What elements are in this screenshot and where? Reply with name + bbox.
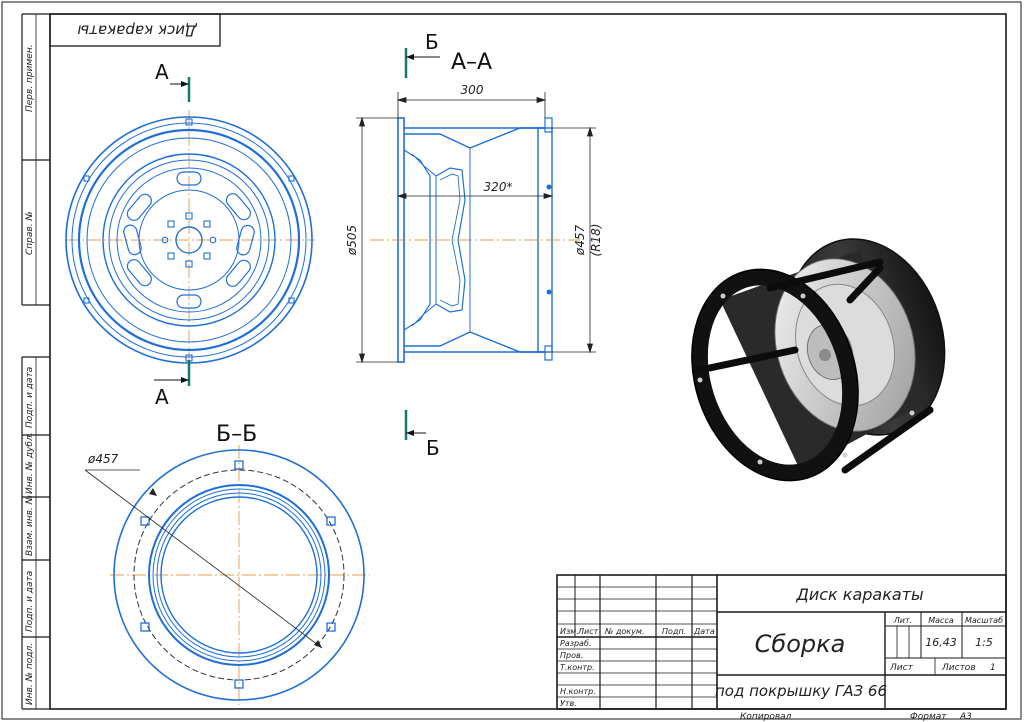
tb-format-value: А3 — [959, 712, 972, 722]
title-block: Изм. Лист № докум. Подп. Дата Разраб. Пр… — [556, 574, 1007, 722]
row-prov: Пров. — [560, 651, 583, 660]
aa-title: А–А — [451, 50, 492, 75]
tb-lit: Лит. — [893, 616, 912, 625]
dim-505: ø505 — [345, 225, 359, 256]
col-list: Лист — [577, 627, 599, 636]
tb-sheet-label: Лист — [889, 663, 914, 673]
side-podp-data-1: Подп. и дата — [25, 367, 35, 428]
tb-mass-value: 16,43 — [925, 636, 957, 649]
section-bb: Б–Б ø457 — [84, 422, 370, 705]
dim-r18: (R18) — [589, 224, 603, 257]
tb-massa: Масса — [928, 616, 954, 625]
tb-copied: Копировал — [740, 712, 792, 722]
dim-320: 320* — [484, 180, 513, 194]
side-inv-podl: Инв. № подл. — [25, 643, 35, 705]
side-inv-dubl: Инв. № дубл. — [25, 432, 35, 494]
assembly-render — [691, 238, 946, 482]
col-dokum: № докум. — [604, 627, 644, 636]
dim-300: 300 — [461, 83, 484, 97]
aa-marker-b-bottom: Б — [426, 436, 440, 460]
side-perv-primen: Перв. примен. — [25, 44, 35, 112]
bb-title: Б–Б — [216, 422, 257, 447]
dim-457-bb: ø457 — [87, 452, 119, 466]
col-izm: Изм. — [560, 627, 579, 636]
tb-format-label: Формат — [910, 712, 947, 722]
tb-sheets-label: Листов — [941, 663, 976, 673]
aa-marker-b-top: Б — [425, 30, 439, 54]
side-podp-data-2: Подп. и дата — [25, 571, 35, 632]
tb-subtitle: под покрышку ГАЗ 66 — [715, 682, 887, 700]
col-data: Дата — [693, 627, 715, 636]
row-razrab: Разраб. — [560, 639, 591, 648]
section-aa: Б А–А Б — [345, 30, 603, 460]
tb-scale-value: 1:5 — [975, 636, 993, 649]
front-marker-a-bottom: А — [155, 385, 169, 409]
tb-masshtab: Масштаб — [965, 616, 1003, 625]
tb-designation: Диск каракаты — [795, 585, 923, 604]
dim-457-side: ø457 — [573, 225, 587, 257]
title-tag: Диск каракаты — [49, 13, 221, 47]
title-tag-text: Диск каракаты — [77, 22, 197, 40]
side-column: Перв. примен. Справ. № Подп. и дата Инв.… — [25, 44, 35, 705]
tb-sheets-value: 1 — [990, 663, 996, 673]
front-view: А А — [65, 60, 315, 409]
side-sprav-no: Справ. № — [25, 211, 35, 255]
tb-name: Сборка — [755, 630, 846, 658]
row-n-kontr: Н.контр. — [560, 687, 596, 696]
row-utv: Утв. — [560, 699, 577, 708]
side-vzam-inv: Взам. инв. № — [25, 495, 35, 556]
col-podp: Подп. — [662, 627, 686, 636]
row-t-kontr: Т.контр. — [560, 663, 595, 672]
front-marker-a-top: А — [155, 60, 169, 84]
